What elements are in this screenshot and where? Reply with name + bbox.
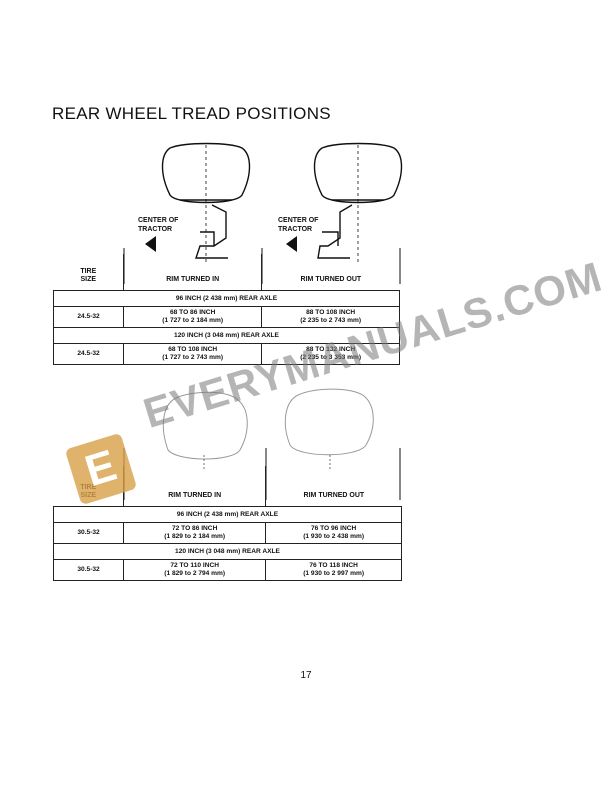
header-rim-in: RIM TURNED IN <box>123 466 267 507</box>
header-rim-in: RIM TURNED IN <box>123 254 263 291</box>
tire-size-cell: 24.5-32 <box>52 306 125 328</box>
page-number: 17 <box>300 670 312 681</box>
rim-in-cell: 68 TO 108 INCH(1 727 to 2 743 mm) <box>123 343 263 365</box>
rim-in-cell: 72 TO 86 INCH(1 829 to 2 184 mm) <box>123 522 267 544</box>
tire-size-cell: 30.5-32 <box>52 522 125 544</box>
page-title: REAR WHEEL TREAD POSITIONS <box>52 104 331 123</box>
rim-out-cell: 76 TO 96 INCH(1 930 to 2 438 mm) <box>265 522 402 544</box>
axle-row: 120 INCH (3 048 mm) REAR AXLE <box>53 543 402 560</box>
header-rim-out: RIM TURNED OUT <box>265 466 402 507</box>
rim-out-cell: 88 TO 132 INCH(2 235 to 3 353 mm) <box>261 343 400 365</box>
axle-row: 96 INCH (2 438 mm) REAR AXLE <box>53 290 400 307</box>
arrow-left-icon <box>145 236 156 252</box>
arrow-left-icon <box>286 236 297 252</box>
tire-size-cell: 30.5-32 <box>52 559 125 581</box>
header-rim-out: RIM TURNED OUT <box>261 254 400 291</box>
tire-size-cell: 24.5-32 <box>52 343 125 365</box>
axle-row: 96 INCH (2 438 mm) REAR AXLE <box>53 506 402 523</box>
rim-out-cell: 76 TO 118 INCH(1 930 to 2 997 mm) <box>265 559 402 581</box>
rim-in-cell: 72 TO 110 INCH(1 829 to 2 794 mm) <box>123 559 267 581</box>
rim-in-cell: 68 TO 86 INCH(1 727 to 2 184 mm) <box>123 306 263 328</box>
